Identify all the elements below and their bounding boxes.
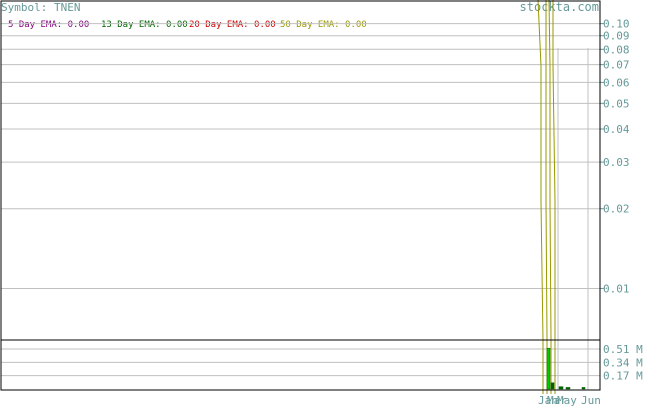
ema-line-2 (545, 0, 548, 394)
ema-line-3 (548, 0, 552, 394)
price-tick-label: 0.08 (603, 43, 630, 56)
price-tick-label: 0.07 (603, 59, 630, 72)
volume-bar (581, 387, 586, 390)
legend-ema20: 20 Day EMA: 0.00 (189, 20, 276, 30)
price-tick-label: 0.05 (603, 97, 630, 110)
price-grid (1, 23, 604, 289)
price-panel-frame (0, 0, 601, 341)
date-tick-label: Mar (547, 394, 567, 406)
price-tick-label: 0.02 (603, 203, 630, 216)
volume-bar (546, 348, 551, 390)
price-tick-label: 0.03 (603, 156, 630, 169)
ema-lines (537, 0, 556, 394)
price-tick-label: 0.10 (603, 18, 630, 31)
volume-bar (558, 386, 564, 390)
volume-tick-label: 0.51 M (603, 343, 643, 356)
volume-axis-labels: 0.51 M0.34 M0.17 M (603, 343, 643, 383)
symbol-label: Symbol: TNEN (1, 1, 80, 14)
price-tick-label: 0.04 (603, 123, 630, 136)
legend-ema13: 13 Day EMA: 0.00 (101, 20, 188, 30)
price-tick-label: 0.06 (603, 76, 630, 89)
volume-tick-label: 0.17 M (603, 370, 643, 383)
volume-tick-label: 0.34 M (603, 356, 643, 369)
legend-ema5: 5 Day EMA: 0.00 (8, 20, 89, 30)
chart-frames (0, 0, 601, 391)
legend-ema50: 50 Day EMA: 0.00 (280, 20, 367, 30)
date-tick-label: Jan (538, 394, 558, 406)
price-tick-label: 0.09 (603, 30, 630, 43)
date-tick-label: May (557, 394, 577, 406)
watermark: stockta.com (520, 0, 599, 14)
price-axis-labels: 0.100.090.08 0.07 0.06 0.05 0.04 0.03 0.02 0.01 (603, 18, 630, 296)
ema-line-1 (537, 0, 544, 394)
ema-line-4 (552, 0, 556, 394)
volume-bars (546, 348, 586, 390)
volume-bar (565, 387, 571, 390)
vertical-grid (557, 48, 589, 390)
volume-grid (1, 348, 600, 377)
volume-bar (550, 382, 555, 390)
volume-panel-frame (0, 339, 601, 391)
date-tick-label: Jun (581, 394, 601, 406)
price-tick-label: 0.01 (603, 282, 630, 295)
